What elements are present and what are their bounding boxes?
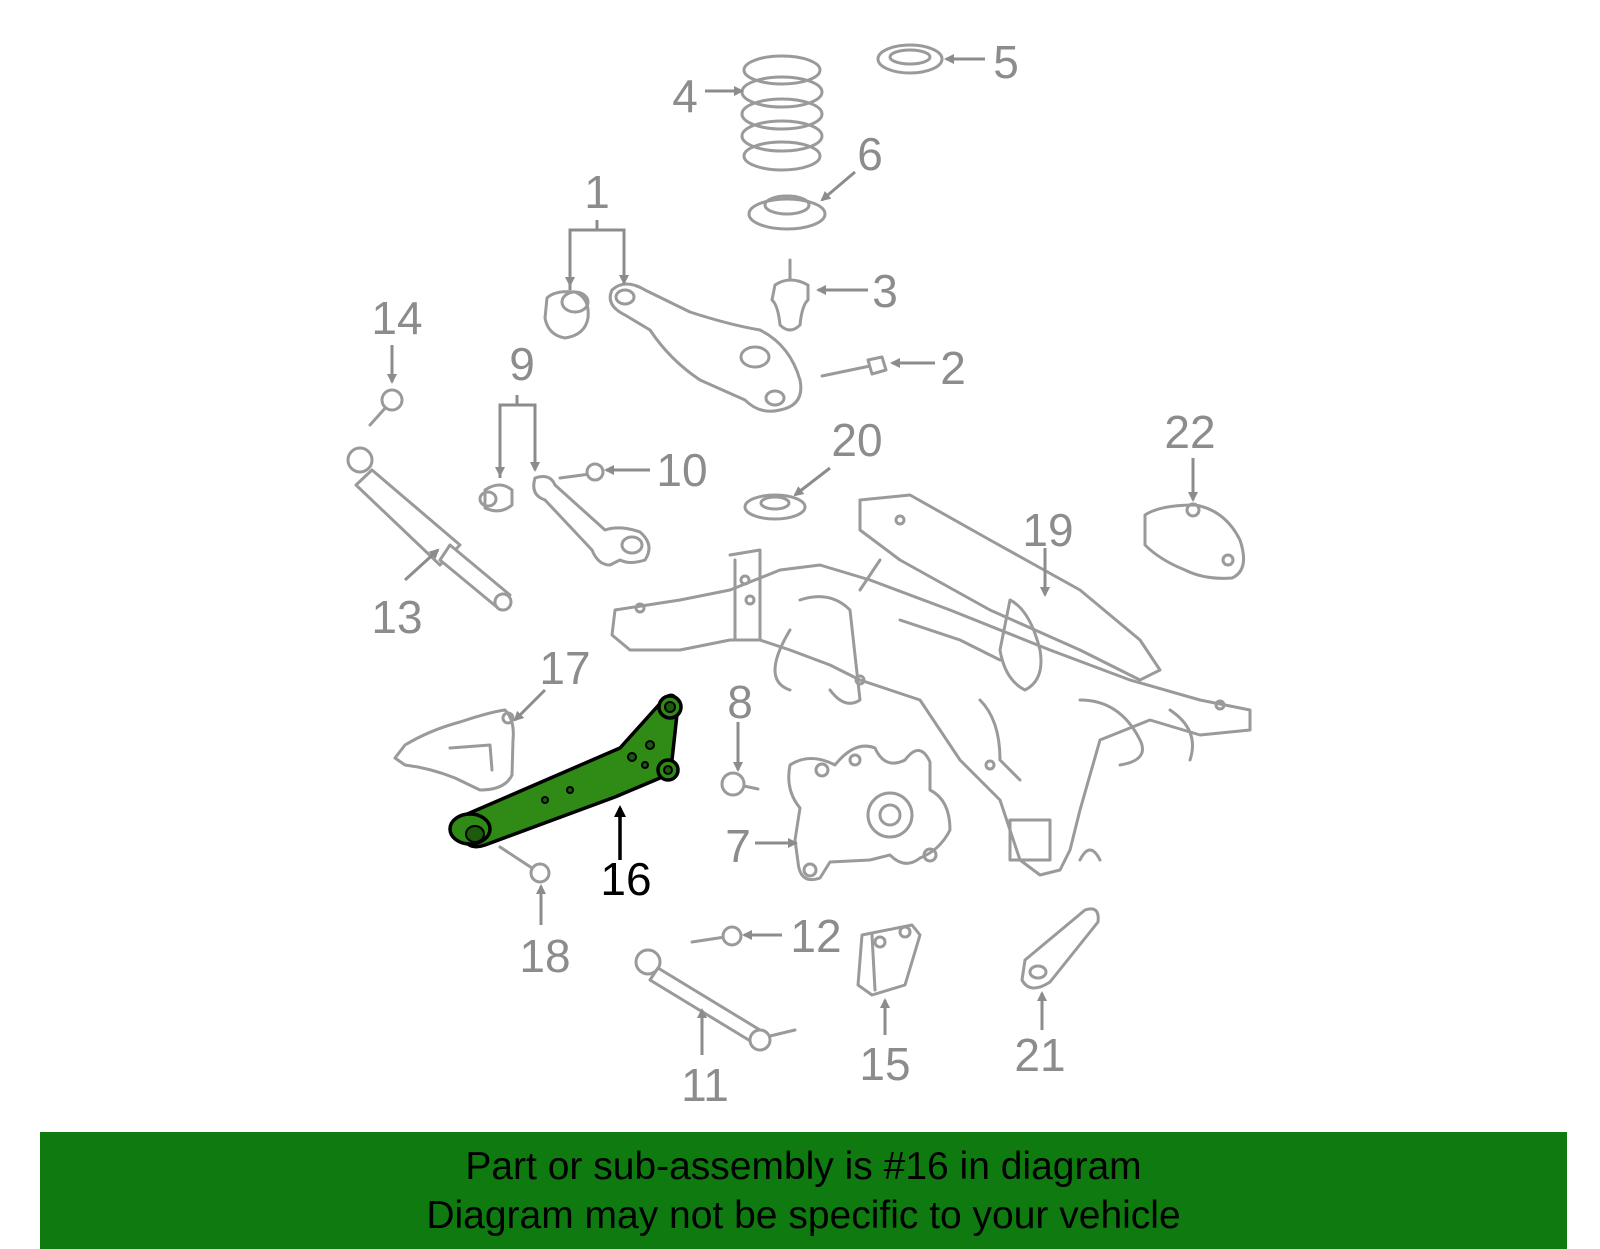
part-2-bolt[interactable] (820, 355, 935, 378)
label-4: 4 (672, 70, 698, 122)
part-3-bump-stop[interactable] (770, 258, 868, 332)
label-20: 20 (831, 414, 882, 466)
banner-line-1: Part or sub-assembly is #16 in diagram (465, 1145, 1142, 1188)
part-1-upper-control-arm[interactable] (543, 220, 803, 413)
part-7-knuckle[interactable] (755, 744, 952, 882)
label-12: 12 (790, 910, 841, 962)
label-6: 6 (857, 128, 883, 180)
part-11-toe-link[interactable] (634, 948, 797, 1055)
label-1: 1 (584, 166, 610, 218)
part-18-bolt[interactable] (498, 845, 551, 925)
label-22: 22 (1164, 406, 1215, 458)
part-17-bracket[interactable] (393, 688, 547, 792)
label-16: 16 (600, 853, 651, 905)
label-13: 13 (371, 591, 422, 643)
label-7: 7 (725, 820, 751, 872)
part-21-stay[interactable] (1020, 907, 1100, 1030)
part-6-spring-seat[interactable] (747, 170, 856, 231)
part-5-insulator[interactable] (876, 43, 985, 75)
label-9: 9 (509, 338, 535, 390)
label-5: 5 (993, 36, 1019, 88)
part-8-bolt[interactable] (720, 722, 760, 797)
part-4-coil-spring[interactable] (705, 54, 824, 172)
label-21: 21 (1014, 1029, 1065, 1081)
label-15: 15 (859, 1038, 910, 1090)
label-8: 8 (727, 676, 753, 728)
part-12-bolt[interactable] (690, 925, 782, 947)
banner-line-2: Diagram may not be specific to your vehi… (426, 1194, 1181, 1237)
part-9-lateral-link[interactable] (478, 395, 651, 567)
label-17: 17 (539, 642, 590, 694)
part-14-bolt[interactable] (368, 345, 404, 427)
part-13-shock-absorber[interactable] (346, 446, 513, 612)
label-18: 18 (519, 930, 570, 982)
label-10: 10 (656, 444, 707, 496)
label-14: 14 (371, 292, 422, 344)
label-11: 11 (681, 1059, 729, 1111)
part-22-bracket[interactable] (1143, 458, 1246, 580)
part-15-mount[interactable] (856, 923, 922, 1035)
part-19-rear-subframe[interactable] (610, 493, 1252, 877)
label-19: 19 (1022, 504, 1073, 556)
label-3: 3 (872, 265, 898, 317)
part-16-trailing-arm[interactable] (448, 693, 683, 860)
part-10-bolt[interactable] (558, 462, 650, 482)
notice-banner: Part or sub-assembly is #16 in diagram D… (40, 1132, 1567, 1249)
label-2: 2 (940, 342, 966, 394)
part-20-stopper[interactable] (743, 466, 831, 521)
